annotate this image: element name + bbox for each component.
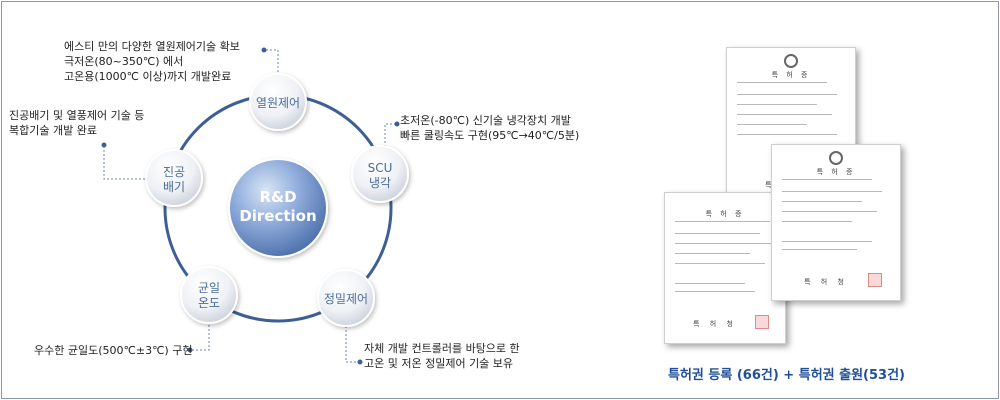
node-heat-source-control: 열원제어 <box>249 73 307 131</box>
certificate-issuer: 특 허 청 <box>804 278 848 286</box>
node-scu-cooling: SCU 냉각 <box>351 145 409 203</box>
node-bottom-left-label-line1: 균일 <box>198 281 220 295</box>
annotation-left-line1: 진공배기 및 열풍제어 기술 등 <box>9 109 145 122</box>
annotation-left: 진공배기 및 열풍제어 기술 등 복합기술 개발 완료 <box>9 108 144 138</box>
patent-certificate-front: 특 허 증 특 허 청 <box>771 144 901 301</box>
annotation-top: 에스티 만의 다양한 열원제어기술 확보 극저온(80~350℃) 에서 고온용… <box>64 39 240 84</box>
annotation-left-line2: 복합기술 개발 완료 <box>9 124 97 137</box>
certificate-title: 특 허 증 <box>705 210 745 218</box>
annotation-bottom-right: 자체 개발 컨트롤러를 바탕으로 한 고온 및 저온 정밀제어 기술 보유 <box>364 341 520 371</box>
certificate-stamp-icon <box>755 315 769 329</box>
annotation-right-line1: 초저온(-80℃) 신기술 냉각장치 개발 <box>400 114 571 127</box>
certificate-logo-icon <box>784 54 798 68</box>
leader-lines <box>103 49 397 363</box>
node-right-label-line2: 냉각 <box>369 176 391 190</box>
center-node: R&D Direction <box>228 158 328 258</box>
leader-dots <box>101 47 400 365</box>
certificate-title: 특 허 증 <box>816 168 856 176</box>
annotation-top-line1: 에스티 만의 다양한 열원제어기술 확보 <box>64 40 240 53</box>
node-uniform-temperature: 균일 온도 <box>180 266 238 324</box>
node-vacuum-exhaust: 진공 배기 <box>145 149 203 207</box>
rnd-direction-diagram: R&D Direction 열원제어 SCU 냉각 정밀제어 균일 온도 <box>101 47 409 365</box>
annotation-top-line3: 고온용(1000℃ 이상)까지 개발완료 <box>64 70 232 83</box>
annotation-top-line2: 극저온(80~350℃) 에서 <box>64 55 184 68</box>
certificate-title: 특 허 증 <box>771 71 811 79</box>
node-bottom-right-label: 정밀제어 <box>324 292 368 306</box>
certificate-logo-icon <box>829 151 843 165</box>
patent-certificate-middle: 특 허 증 특 허 청 <box>664 192 786 344</box>
certificate-issuer: 특 허 청 <box>693 320 737 328</box>
annotation-bottom-right-line2: 고온 및 저온 정밀제어 기술 보유 <box>364 357 514 370</box>
annotation-right-line2: 빠른 쿨링속도 구현(95℃→40℃/5분) <box>400 129 580 142</box>
annotation-bottom-left-line1: 우수한 균일도(500℃±3℃) 구현 <box>34 344 193 357</box>
center-label-line2: Direction <box>239 207 316 225</box>
node-left-label-line1: 진공 <box>163 165 185 179</box>
certificate-stamp-icon <box>868 273 882 287</box>
node-left-label-line2: 배기 <box>163 180 185 194</box>
node-bottom-left-label-line2: 온도 <box>198 296 220 310</box>
patent-caption: 특허권 등록 (66건) + 특허권 출원(53건) <box>668 368 905 383</box>
node-top-label: 열원제어 <box>256 96 300 110</box>
node-right-label-line1: SCU <box>368 161 393 175</box>
annotation-right: 초저온(-80℃) 신기술 냉각장치 개발 빠른 쿨링속도 구현(95℃→40℃… <box>400 113 579 143</box>
node-precision-control: 정밀제어 <box>317 269 375 327</box>
annotation-bottom-left: 우수한 균일도(500℃±3℃) 구현 <box>34 343 192 358</box>
center-label-line1: R&D <box>259 188 296 206</box>
annotation-bottom-right-line1: 자체 개발 컨트롤러를 바탕으로 한 <box>364 342 520 355</box>
